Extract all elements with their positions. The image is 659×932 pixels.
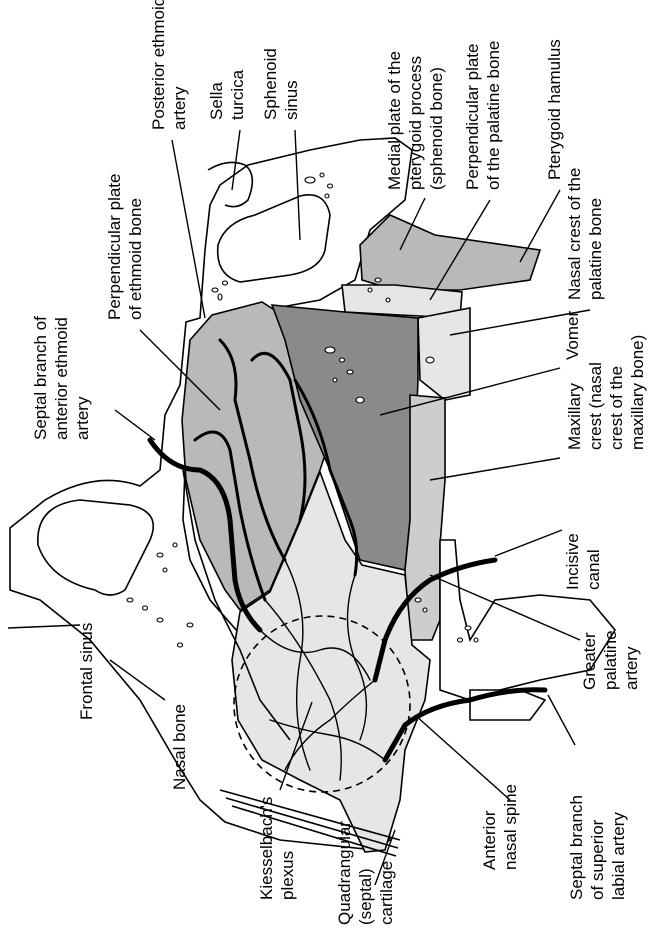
- label-septal-branch-superior-labial: Septal branch of superior labial artery: [567, 790, 628, 900]
- label-frontal-sinus: Frontal sinus: [77, 623, 96, 720]
- label-posterior-ethmoid-artery: Posterior ethmoid artery: [149, 0, 189, 130]
- label-greater-palatine-artery: Greater palatine artery: [580, 626, 641, 690]
- label-perpendicular-plate-palatine: Perpendicular plate of the palatine bone: [463, 39, 503, 190]
- maxillary-crest-region: [405, 395, 445, 640]
- label-incisive-canal: Incisive canal: [563, 529, 603, 590]
- label-septal-branch-anterior-ethmoid: Septal branch of anterior ethmoid artery: [31, 311, 92, 440]
- anatomy-drawing: [10, 138, 615, 856]
- label-sphenoid-sinus: Sphenoid sinus: [261, 43, 301, 120]
- label-sella-turcica: Sella turcica: [207, 69, 247, 120]
- label-vomer: Vomer: [563, 311, 582, 360]
- label-nasal-bone: Nasal bone: [170, 704, 189, 790]
- label-nasal-crest-palatine: Nasal crest of the palatine bone: [565, 163, 605, 300]
- medial-plate-region: [360, 215, 540, 290]
- label-medial-plate: Medial plate of the pterygoid process (s…: [385, 46, 446, 190]
- label-anterior-nasal-spine: Anterior nasal spine: [480, 784, 520, 870]
- label-pterygoid-hamulus: Pterygoid hamulus: [545, 39, 564, 180]
- palatine-nasal-crest-region: [418, 308, 470, 400]
- label-perpendicular-plate-ethmoid: Perpendicular plate of ethmoid bone: [105, 169, 145, 320]
